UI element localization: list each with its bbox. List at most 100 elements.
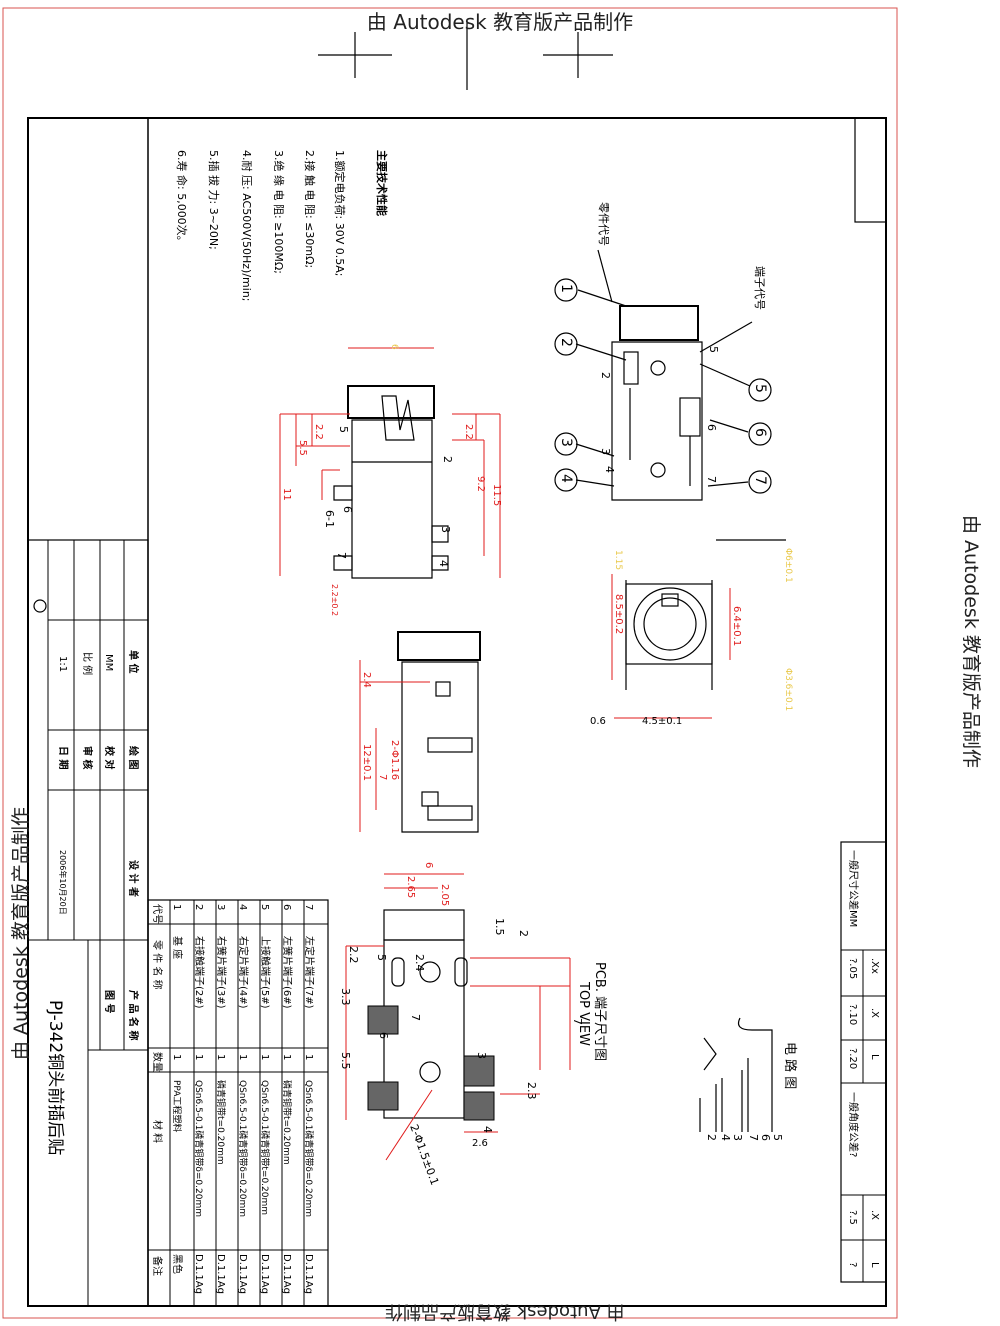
tb-scale-value: 1:1 [57, 656, 68, 672]
dim-side-11: 2.2±0.2 [330, 584, 339, 616]
bom-cell-name: 右接触端子(2#) [193, 936, 206, 1009]
front-view: 8.5±0.2 6.4±0.1 4.5±0.1 0.6 1.15 Φ6±0.1 … [590, 539, 793, 727]
bom-cell-material: PPA工程塑料 [171, 1080, 183, 1132]
angle-tolerance-header: 一般角度公差? [847, 1092, 860, 1157]
pin-num-7: 7 [705, 476, 718, 483]
dim-side-4: 2.2 [463, 424, 474, 440]
bom-cell-note: D.1.1Ag [215, 1254, 226, 1294]
pin-label-6: 6 [341, 506, 354, 513]
dim-bottom-1: 12±0.1 [361, 744, 372, 781]
callout-3: 3 [558, 438, 574, 447]
dim-bottom-2: 2-Φ1.16 [389, 740, 400, 780]
bom-cell-qty: 1 [303, 1054, 314, 1060]
specs-block: 主要技术性能 1.额定电负荷: 30V 0.5A; 2.接 触 电 阻: ≤30… [175, 150, 389, 302]
bom-cell-note: D.1.1Ag [237, 1254, 248, 1294]
tol-label-2: .X [869, 1008, 880, 1018]
dim-pcb-10: 7 [571, 1018, 584, 1025]
spec-item-1: 1.额定电负荷: 30V 0.5A; [333, 150, 347, 276]
dim-pcb-5: 2.2 [347, 946, 360, 964]
bom-cell-qty: 1 [171, 1054, 182, 1060]
circuit-pin-6: 6 [759, 1134, 772, 1141]
dim-pcb-15: 5 [375, 954, 388, 961]
tol-value-3: ?.20 [847, 1048, 858, 1069]
circuit-title: 电 路 图 [782, 1042, 798, 1089]
spec-item-3: 3.绝 缘 电 阻: ≥100MΩ; [272, 150, 286, 274]
bom-cell-qty: 1 [193, 1054, 204, 1060]
dim-pcb-11: 2.3 [525, 1082, 538, 1100]
spec-item-2: 2.接 触 电 阻: ≤30mΩ; [303, 150, 317, 268]
bom-header-note: 备注 [151, 1256, 164, 1276]
dim-front-1: 6.4±0.1 [731, 606, 742, 646]
angle-label-2: L [869, 1262, 880, 1268]
angle-value-1: ?.5 [847, 1210, 858, 1225]
dim-pcb-3: 1.5 [493, 918, 506, 936]
dim-pcb-2: 2.05 [439, 884, 450, 906]
registration-marks [318, 22, 613, 90]
dim-side-3: 11 [281, 488, 292, 501]
tb-design-label: 设 计 者 [127, 860, 140, 897]
dim-pcb-4: 2 [517, 930, 530, 937]
part-code-label: 零件代号 [597, 202, 610, 246]
dim-front-3: 0.6 [590, 716, 606, 727]
callout-1: 1 [558, 284, 574, 293]
tb-unit-value: MM [103, 654, 114, 671]
bom-cell-material: QSn6.5-0.1磷青铜带t=0.20mm [259, 1080, 271, 1215]
tb-date-value: 2006年10月20日 [58, 850, 68, 915]
tol-label-3: L [869, 1054, 880, 1060]
bom-cell-name: 上接触端子(5#) [259, 936, 272, 1009]
bom-cell-material: QSn6.5-0.1磷青铜带δ=0.20mm [303, 1080, 315, 1217]
circuit-pin-4: 4 [719, 1134, 732, 1141]
dim-pcb-13: 2.6 [472, 1138, 488, 1149]
dim-bottom-3: 7 [377, 774, 388, 780]
bom-cell-qty: 1 [237, 1054, 248, 1060]
callout-6: 6 [752, 428, 768, 437]
dim-side-5: 9.2 [475, 476, 486, 492]
circuit-pin-2: 2 [705, 1134, 718, 1141]
exploded-view: 1 2 3 4 5 6 7 零件代号 端子代号 2 3 4 5 6 7 [554, 202, 772, 501]
dim-pcb-6: 2.4 [413, 954, 426, 972]
callout-7: 7 [752, 476, 768, 485]
dim-front-6: Φ3.6±0.1 [783, 668, 793, 711]
bom-header-qty: 数量 [151, 1052, 164, 1072]
bom-cell-material: 磷青铜带t=0.20mm [281, 1080, 293, 1165]
dim-pcb-9: 7 [409, 1014, 422, 1021]
page-frame [2, 7, 898, 1319]
bom-cell-name: 左簧片端子(6#) [281, 936, 294, 1009]
bom-cell-material: QSn6.5-0.1磷青铜带δ=0.20mm [193, 1080, 205, 1217]
dim-side-7: 6-1 [323, 510, 336, 528]
pin-num-5: 5 [707, 346, 720, 353]
dim-side-1: 5 [337, 426, 350, 433]
bom-cell-material: 磷青铜带t=0.20mm [215, 1080, 227, 1165]
angle-label-1: .X [869, 1210, 880, 1220]
watermark-top: 由 Autodesk 教育版产品制作 [366, 10, 634, 34]
callout-5: 5 [752, 384, 768, 393]
tol-value-2: ?.10 [847, 1004, 858, 1025]
pcb-view: 6 2.65 2.05 1.5 2 2.2 2.4 3.3 5.5 7 7 2.… [339, 862, 607, 1187]
tol-label-1: .Xx [869, 958, 880, 974]
dim-pcb-8: 5.5 [339, 1052, 352, 1070]
tol-value-1: ?.05 [847, 958, 858, 979]
bom-cell-qty: 1 [259, 1054, 270, 1060]
dim-pcb-1: 2.65 [405, 876, 416, 898]
dim-pcb-14: 2-Φ1.5±0.1 [407, 1123, 441, 1187]
tb-title: PJ-342铜头前插后贴 [45, 1000, 65, 1155]
dim-front-5: Φ6±0.1 [783, 548, 793, 583]
tolerance-block: 一般尺寸公差MM ?.05 .Xx ?.10 .X ?.20 L 一般角度公差?… [840, 117, 887, 1283]
callout-2: 2 [558, 338, 574, 347]
tb-product-label: 产 品 名 称 [127, 990, 140, 1040]
dim-pcb-16: 6 [377, 1032, 390, 1039]
dim-front-2: 4.5±0.1 [642, 716, 682, 727]
dim-front-0: 8.5±0.2 [613, 594, 624, 634]
pin-num-6: 6 [705, 424, 718, 431]
spec-item-4: 4.耐 压: AC500V(50Hz)/min; [240, 150, 253, 302]
bom-cell-code: 3 [215, 904, 226, 910]
bom-header-material: 材 料 [151, 1120, 164, 1143]
circuit-pin-7: 7 [747, 1134, 760, 1141]
bom-cell-note: D.1.1Ag [259, 1254, 270, 1294]
bom-cell-code: 4 [237, 904, 248, 910]
dim-side-6: 11.5 [491, 484, 502, 506]
tb-audit-label: 审 核 [81, 746, 94, 769]
angle-value-2: ? [847, 1262, 858, 1267]
